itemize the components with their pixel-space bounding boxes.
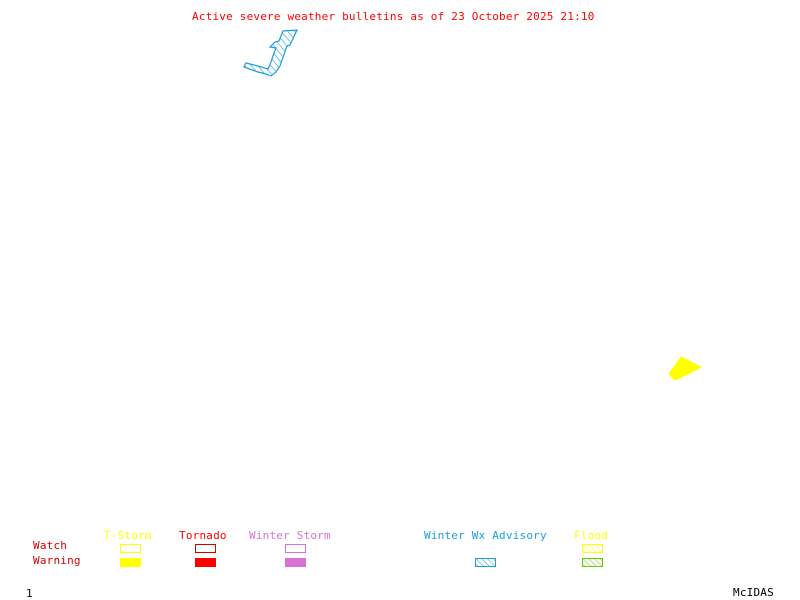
legend-col-winter-wx-advisory: Winter Wx Advisory (424, 529, 547, 542)
winter-wx-advisory-area[interactable] (243, 29, 298, 77)
tstorm-warning-area[interactable] (668, 356, 703, 381)
legend-tornado-watch-swatch (195, 544, 216, 553)
frame-number: 1 (26, 587, 33, 600)
legend-tornado-warning-swatch (195, 558, 216, 567)
legend-row-watch-label: Watch (33, 539, 68, 552)
legend-col-tornado: Tornado (179, 529, 227, 542)
legend-col-flood: Flood (574, 529, 609, 542)
legend-tstorm-watch-swatch (120, 544, 141, 553)
mcidas-brand: McIDAS (733, 586, 774, 599)
legend-winter-storm-warning-swatch (285, 558, 306, 567)
legend-flood-watch-swatch (582, 544, 603, 553)
legend-winter-storm-watch-swatch (285, 544, 306, 553)
legend-col-winter-storm: Winter Storm (249, 529, 331, 542)
legend-winter-wx-advisory-swatch (475, 558, 496, 567)
bulletin-title: Active severe weather bulletins as of 23… (192, 10, 595, 23)
legend-tstorm-warning-swatch (120, 558, 141, 567)
legend-flood-warning-swatch (582, 558, 603, 567)
legend-row-warning-label: Warning (33, 554, 81, 567)
legend-col-tstorm: T-Storm (104, 529, 152, 542)
